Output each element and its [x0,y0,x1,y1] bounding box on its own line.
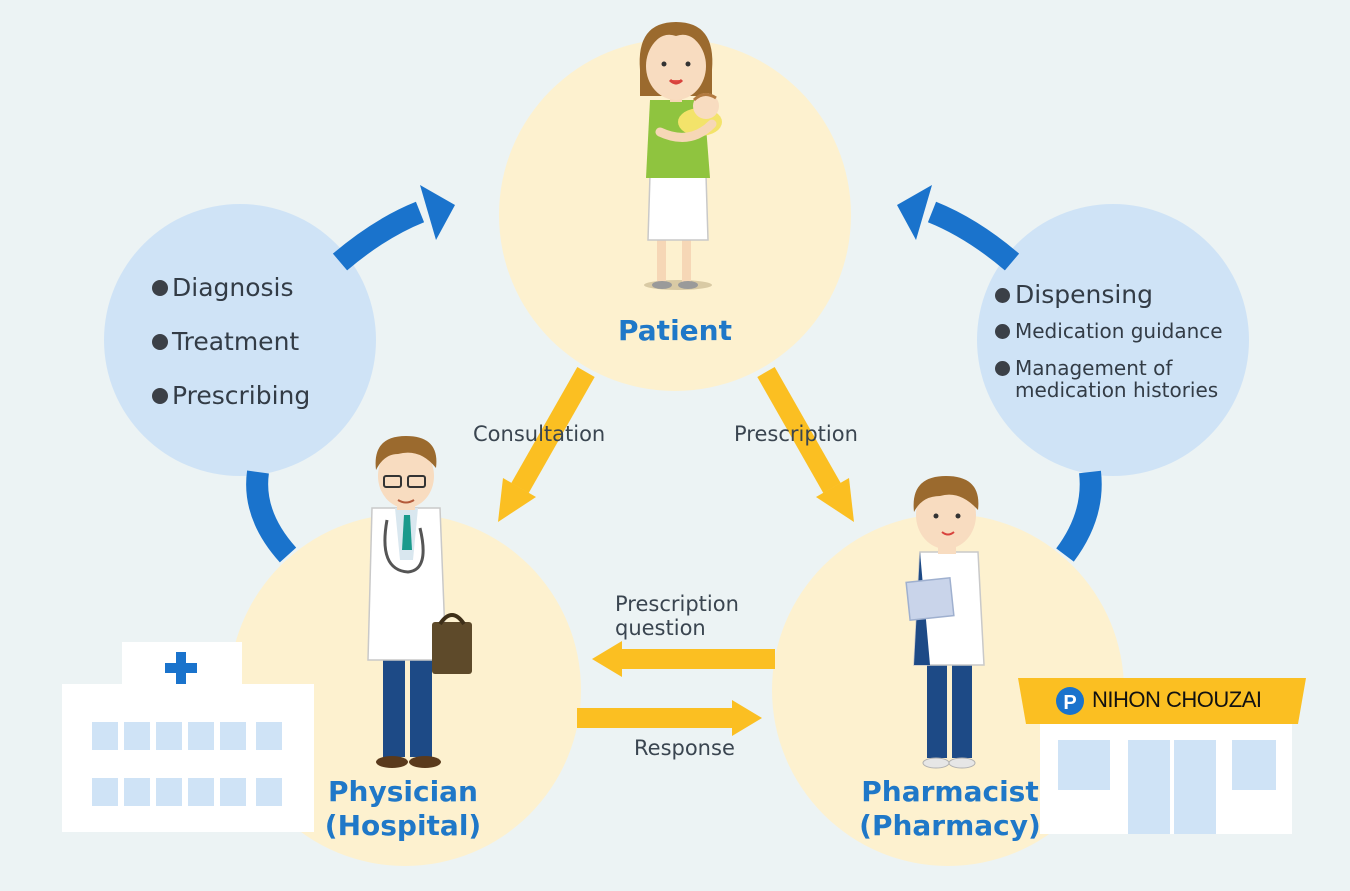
physician-illustration [367,436,472,768]
pharmacist-sublabel: (Pharmacy) [859,809,1041,842]
pharmacist-circle [772,514,1124,866]
consultation-label: Consultation [473,422,606,446]
role-item: Treatment [152,326,310,380]
pharmacist-cycle-arrow [897,185,1102,562]
pharmacist-role-circle [977,204,1249,476]
physician-sublabel: (Hospital) [324,809,482,842]
physician-role-list: Diagnosis Treatment Prescribing [152,272,310,434]
pharmacist-label: Pharmacist [861,775,1039,808]
pharmacy-sign-text: NIHON CHOUZAI [1092,687,1262,712]
role-item: Dispensing [995,280,1223,310]
role-item: Diagnosis [152,272,310,326]
pharmacy-building: P [1018,678,1306,834]
pharmacist-illustration [905,476,985,769]
response-arrow [577,700,762,736]
physician-role-circle [104,204,376,476]
physician-label: Physician [328,775,478,808]
pharmacy-logo-letter: P [1063,692,1076,714]
response-label: Response [634,736,735,760]
role-item: Prescribing [152,380,310,434]
role-item-line: medication histories [1015,378,1219,402]
prescription-arrow [757,367,854,522]
prescription-question-arrow [592,641,775,677]
role-item: Management of medication histories [995,357,1223,401]
physician-cycle-arrow [246,185,455,563]
patient-illustration [639,22,722,290]
role-item-line: Management of [1015,356,1173,380]
patient-label: Patient [618,314,732,347]
prescription-question-label-line1: Prescription [615,592,739,616]
pharmacist-role-list: Dispensing Medication guidance Managemen… [995,280,1223,416]
prescription-label: Prescription [734,422,858,446]
pharmacy-logo-icon [1056,687,1084,715]
role-item: Medication guidance [995,320,1223,342]
prescription-question-label-line2: question [615,616,706,640]
hospital-building [62,642,314,832]
consultation-arrow [498,367,595,522]
